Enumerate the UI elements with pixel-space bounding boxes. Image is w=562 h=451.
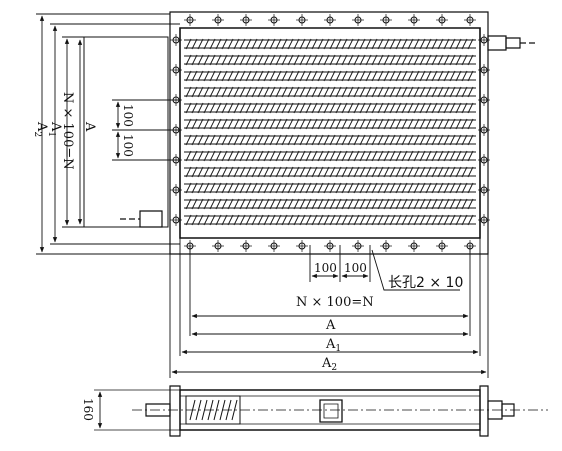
pitch-label-v1: 100 [121, 104, 135, 127]
horizontal-dimensions [170, 238, 488, 378]
inlet-pipe [120, 211, 162, 227]
height-a-label: A [82, 121, 97, 132]
length-a2-label: A2 [321, 356, 337, 373]
flange-frame [170, 12, 488, 254]
count-formula-vertical: N × 100=N [60, 92, 75, 170]
pitch-label-1: 100 [314, 261, 337, 275]
pitch-label-v2: 100 [121, 134, 135, 157]
height-a1-label: A1 [46, 121, 63, 137]
length-a1-label: A1 [325, 337, 341, 354]
inner-box-hidden [84, 37, 168, 227]
count-formula-horizontal: N × 100=N [296, 295, 374, 310]
thickness-label: 160 [81, 398, 95, 421]
height-a2-label: A2 [32, 121, 49, 137]
finned-core [180, 28, 480, 238]
length-a-label: A [325, 318, 336, 333]
slot-note: 长孔2 × 10 [388, 275, 463, 291]
pitch-label-2: 100 [344, 261, 367, 275]
vertical-dimensions [36, 14, 180, 254]
outlet-pipe [488, 36, 535, 50]
coil-tube-rows [184, 39, 476, 225]
top-view [36, 12, 535, 378]
side-view [94, 386, 548, 436]
bolt-holes [170, 14, 490, 252]
